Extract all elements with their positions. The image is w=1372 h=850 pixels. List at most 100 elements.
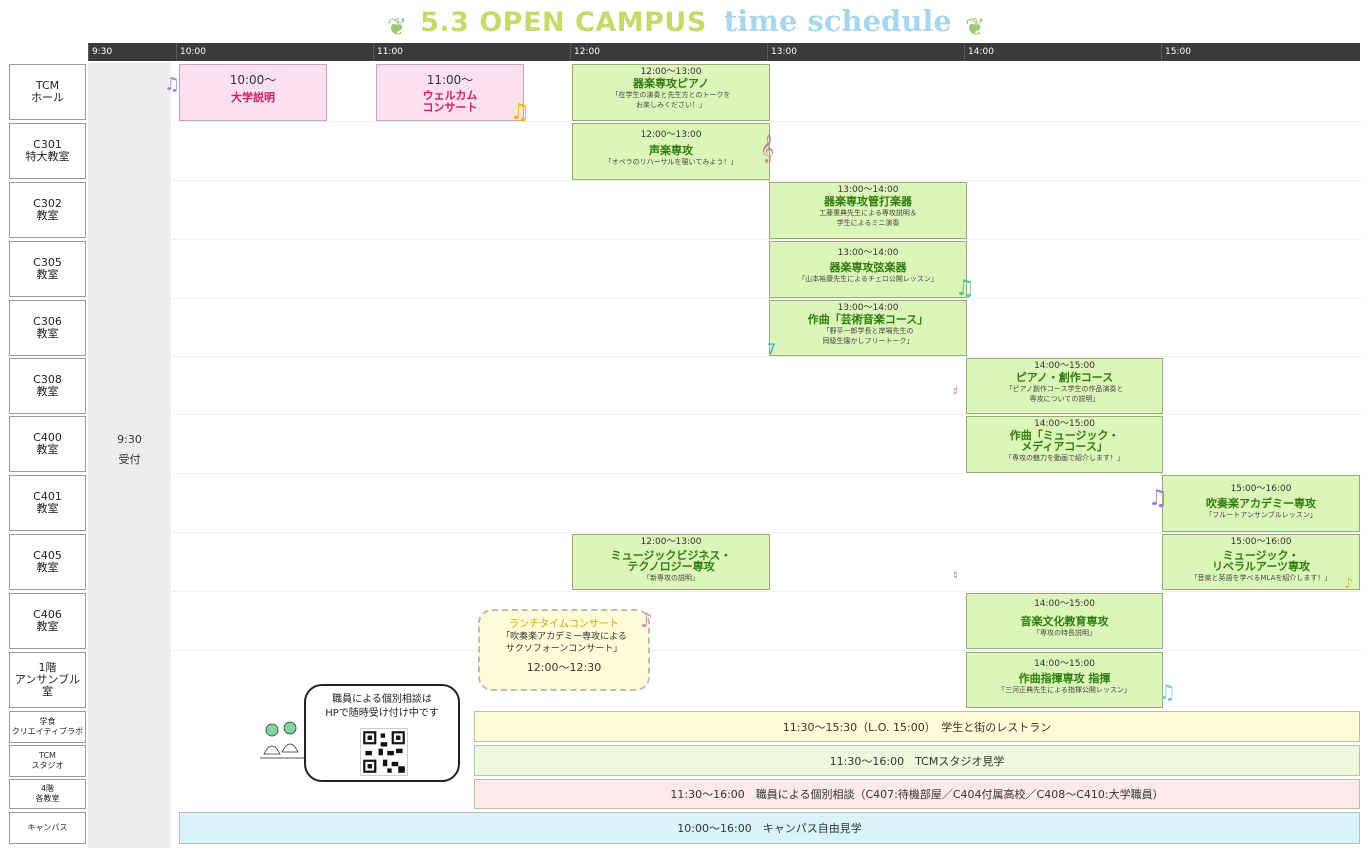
event-desc: 「専攻の魅力を動画で紹介します！」 [1005,454,1124,462]
event-desc: 「フルートアンサンブルレッスン」 [1205,511,1317,519]
event-winds[interactable]: 13:00～14:00 器楽専攻管打楽器 工藤重典先生による専攻説明＆ 学生によ… [769,182,967,239]
event-desc: 工藤重典先生による専攻説明＆ 学生によるミニ演奏 [819,209,917,227]
event-name: ミュージック・ リベラルアーツ専攻 [1211,549,1311,573]
event-time: 14:00～15:00 [1034,599,1095,609]
event-time: 12:00～13:00 [640,67,702,77]
qr-code-icon[interactable] [360,728,408,776]
time-header: 9:30 10:00 11:00 12:00 13:00 14:00 15:00 [88,43,1360,61]
event-art-music[interactable]: 13:00～14:00 作曲「芸術音楽コース」 「野平一郎学長と岸場先生の 同級… [769,300,967,356]
event-desc: 「オペラのリハーサルを覗いてみよう！」 [604,158,738,166]
event-name: 作曲「ミュージック・ メディアコース」 [1009,429,1120,453]
row-divider [171,180,1361,181]
event-name: ピアノ・創作コース [1015,371,1114,384]
row-divider [171,591,1361,592]
time-tick: 12:00 [570,43,767,61]
event-desc: 「在学生の演奏と先生方とのトークを お楽しみください！」 [611,91,731,109]
event-liberal-arts[interactable]: 15:00～16:00 ミュージック・ リベラルアーツ専攻 「音楽と英語を学べる… [1162,534,1360,590]
event-desc: 「三河正典先生による指揮公開レッスン」 [998,686,1131,694]
reception-time: 9:30 [117,433,142,446]
event-name: 大学説明 [231,91,275,104]
event-name: 作曲「芸術音楽コース」 [807,313,929,326]
event-name: 声楽専攻 [649,144,693,157]
time-tick: 9:30 [88,43,176,61]
lunch-time: 12:00～12:30 [526,661,602,674]
event-vocal[interactable]: 12:00～13:00 声楽専攻 「オペラのリハーサルを覗いてみよう！」 [572,123,770,180]
room-label: C308 教室 [9,358,86,414]
reception-column [88,63,171,848]
event-piano-creative[interactable]: 14:00～15:00 ピアノ・創作コース 「ピアノ創作コース学生の作品演奏と … [966,358,1163,414]
consultation-text: 職員による個別相談は HPで随時受け付け中です [325,694,439,719]
time-tick: 11:00 [373,43,570,61]
room-label: C305 教室 [9,241,86,297]
room-label: 4階 各教室 [9,779,86,809]
event-desc: 「新専攻の説明」 [643,574,699,582]
room-label: C405 教室 [9,534,86,590]
room-label: C302 教室 [9,182,86,238]
event-time: 14:00～15:00 [1034,361,1095,371]
event-piano[interactable]: 12:00～13:00 器楽専攻ピアノ 「在学生の演奏と先生方とのトークを お楽… [572,64,770,121]
page-title: ❦ 5.3 OPEN CAMPUS time schedule ❦ [0,4,1372,41]
event-name: 器楽専攻ピアノ [632,77,709,90]
room-label: C400 教室 [9,416,86,472]
event-wind-academy[interactable]: 15:00～16:00 吹奏楽アカデミー専攻 「フルートアンサンブルレッスン」 [1162,475,1360,532]
event-time: 13:00～14:00 [837,303,899,313]
room-label: 学食 クリエイティブラボ [9,711,86,743]
event-university-briefing[interactable]: 10:00～ 大学説明 [179,64,327,121]
event-name: 作曲指揮専攻 指揮 [1018,672,1111,685]
event-desc: 「ピアノ創作コース学生の作品演奏と 専攻についての説明」 [1005,385,1124,403]
room-label: TCM スタジオ [9,745,86,777]
music-note-icon: ♫ [955,276,975,301]
bar-restaurant[interactable]: 11:30～15:30（L.O. 15:00） 学生と街のレストラン [474,711,1360,742]
bar-consultation[interactable]: 11:30～16:00 職員による個別相談（C407:待機部屋／C404付属高校… [474,779,1360,809]
row-divider [171,121,1361,122]
event-strings[interactable]: 13:00～14:00 器楽専攻弦楽器 「山本裕康先生によるチェロ公開レッスン」 [769,241,967,298]
music-note-icon: ♫ [510,100,530,125]
room-label: キャンパス [9,812,86,844]
title-sub: time schedule [723,4,952,38]
room-label: C301 特大教室 [9,123,86,179]
event-conducting[interactable]: 14:00～15:00 作曲指揮専攻 指揮 「三河正典先生による指揮公開レッスン… [966,652,1163,708]
event-music-business[interactable]: 12:00～13:00 ミュージックビジネス・ テクノロジー専攻 「新専攻の説明… [572,534,770,590]
event-time: 15:00～16:00 [1230,484,1292,494]
event-time: 14:00～15:00 [1034,419,1095,429]
leaf-icon: ❦ [964,12,986,41]
room-label: C406 教室 [9,593,86,649]
event-time: 14:00～15:00 [1034,659,1095,669]
event-music-media[interactable]: 14:00～15:00 作曲「ミュージック・ メディアコース」 「専攻の魅力を動… [966,416,1163,473]
row-divider [171,414,1361,415]
row-divider [171,532,1361,533]
reception-label: 9:30 受付 [88,430,171,470]
music-note-icon: ♫ [1148,486,1168,511]
event-time: 11:00～ [426,73,474,87]
music-note-icon: ♫ [1158,680,1176,704]
sharp-icon: ♯ [952,384,959,400]
music-note-icon: ♫ [164,74,181,95]
event-welcome-concert[interactable]: 11:00～ ウェルカム コンサート [376,64,524,121]
event-desc: 「専攻の特長説明」 [1033,629,1096,637]
event-time: 13:00～14:00 [837,185,899,195]
music-note-icon: ♪ [1344,576,1353,592]
event-name: 音楽文化教育専攻 [1020,615,1109,628]
event-name: ウェルカム コンサート [422,89,478,114]
room-label: TCM ホール [9,64,86,120]
event-music-education[interactable]: 14:00～15:00 音楽文化教育専攻 「専攻の特長説明」 [966,593,1163,649]
bar-studio-tour[interactable]: 11:30～16:00 TCMスタジオ見学 [474,745,1360,776]
reception-text: 受付 [118,453,141,466]
consultation-bubble: 職員による個別相談は HPで随時受け付け中です [304,684,460,782]
event-name: 器楽専攻管打楽器 [824,195,912,208]
music-note-icon: ♪ [640,608,653,632]
title-main: 5.3 OPEN CAMPUS [420,7,707,38]
time-tick: 15:00 [1161,43,1360,61]
row-divider [171,239,1361,240]
bar-campus-tour[interactable]: 10:00～16:00 キャンパス自由見学 [179,812,1360,844]
time-tick: 10:00 [176,43,373,61]
time-tick: 13:00 [767,43,964,61]
event-desc: 「野平一郎学長と岸場先生の 同級生懐かしフリートーク」 [822,327,914,345]
event-time: 15:00～16:00 [1230,537,1292,547]
lunch-concert-bubble: ランチタイムコンサート 「吹奏楽アカデミー専攻による サクソフォーンコンサート」… [478,609,650,691]
lunch-title: ランチタイムコンサート [509,619,619,630]
treble-clef-icon: 𝄞 [760,134,775,162]
event-time: 10:00～ [229,73,277,87]
row-divider [171,298,1361,299]
row-divider [171,473,1361,474]
